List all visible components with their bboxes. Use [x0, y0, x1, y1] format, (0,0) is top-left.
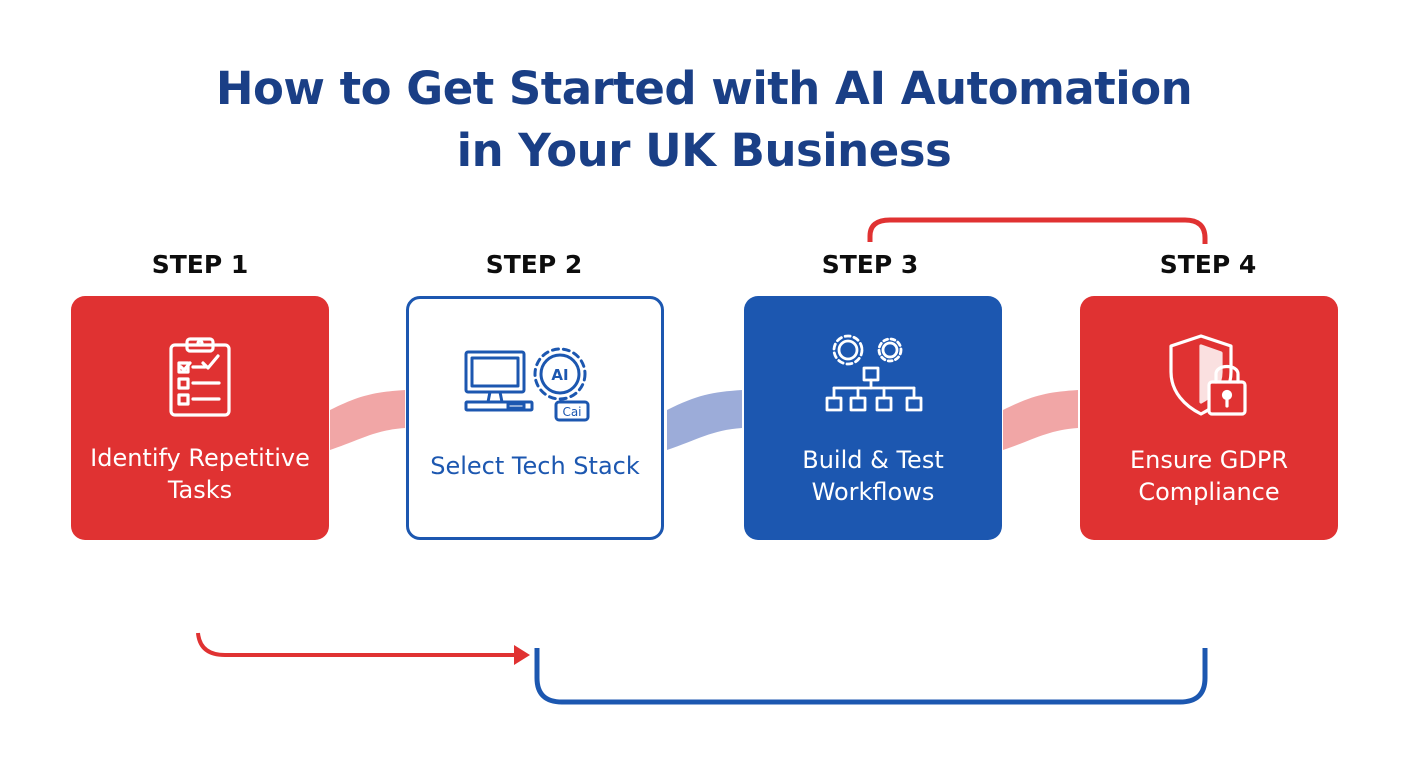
step-3-label: STEP 3 [821, 250, 919, 279]
bottom-blue-bracket [534, 648, 1208, 705]
step-1-title: Identify Repetitive Tasks [90, 444, 310, 504]
step-3-card: Build & Test Workflows [744, 296, 1002, 540]
clipboard-checklist-icon [165, 332, 235, 422]
title-line-2: in Your UK Business [456, 124, 952, 177]
top-red-bracket [867, 217, 1208, 244]
step-4-title: Ensure GDPR Compliance [1129, 446, 1289, 506]
bottom-red-arrow [196, 632, 518, 657]
connector-ribbon-2-3 [667, 390, 742, 450]
connector-ribbon-1-2 [330, 390, 405, 450]
step-2-label: STEP 2 [485, 250, 583, 279]
gears-workflow-icon [818, 332, 928, 422]
ai-badge-text: AI [551, 366, 568, 384]
step-3-title: Build & Test Workflows [802, 446, 944, 506]
step-1-label: STEP 1 [151, 250, 249, 279]
step-2-title: Select Tech Stack [430, 452, 640, 480]
step-4-card: Ensure GDPR Compliance [1080, 296, 1338, 540]
shield-lock-icon [1161, 332, 1257, 422]
step-4-label: STEP 4 [1159, 250, 1257, 279]
bottom-red-arrowhead [514, 645, 530, 665]
title-line-1: How to Get Started with AI Automation [215, 62, 1193, 115]
connector-ribbon-3-4 [1003, 390, 1078, 450]
step-1-card: Identify Repetitive Tasks [71, 296, 329, 540]
computer-ai-gear-icon: AI Cai [460, 339, 610, 429]
ai-chip-text: Cai [562, 405, 581, 419]
step-2-card: AI Cai Select Tech Stack [406, 296, 664, 540]
page-title: How to Get Started with AI Automation in… [0, 58, 1408, 182]
